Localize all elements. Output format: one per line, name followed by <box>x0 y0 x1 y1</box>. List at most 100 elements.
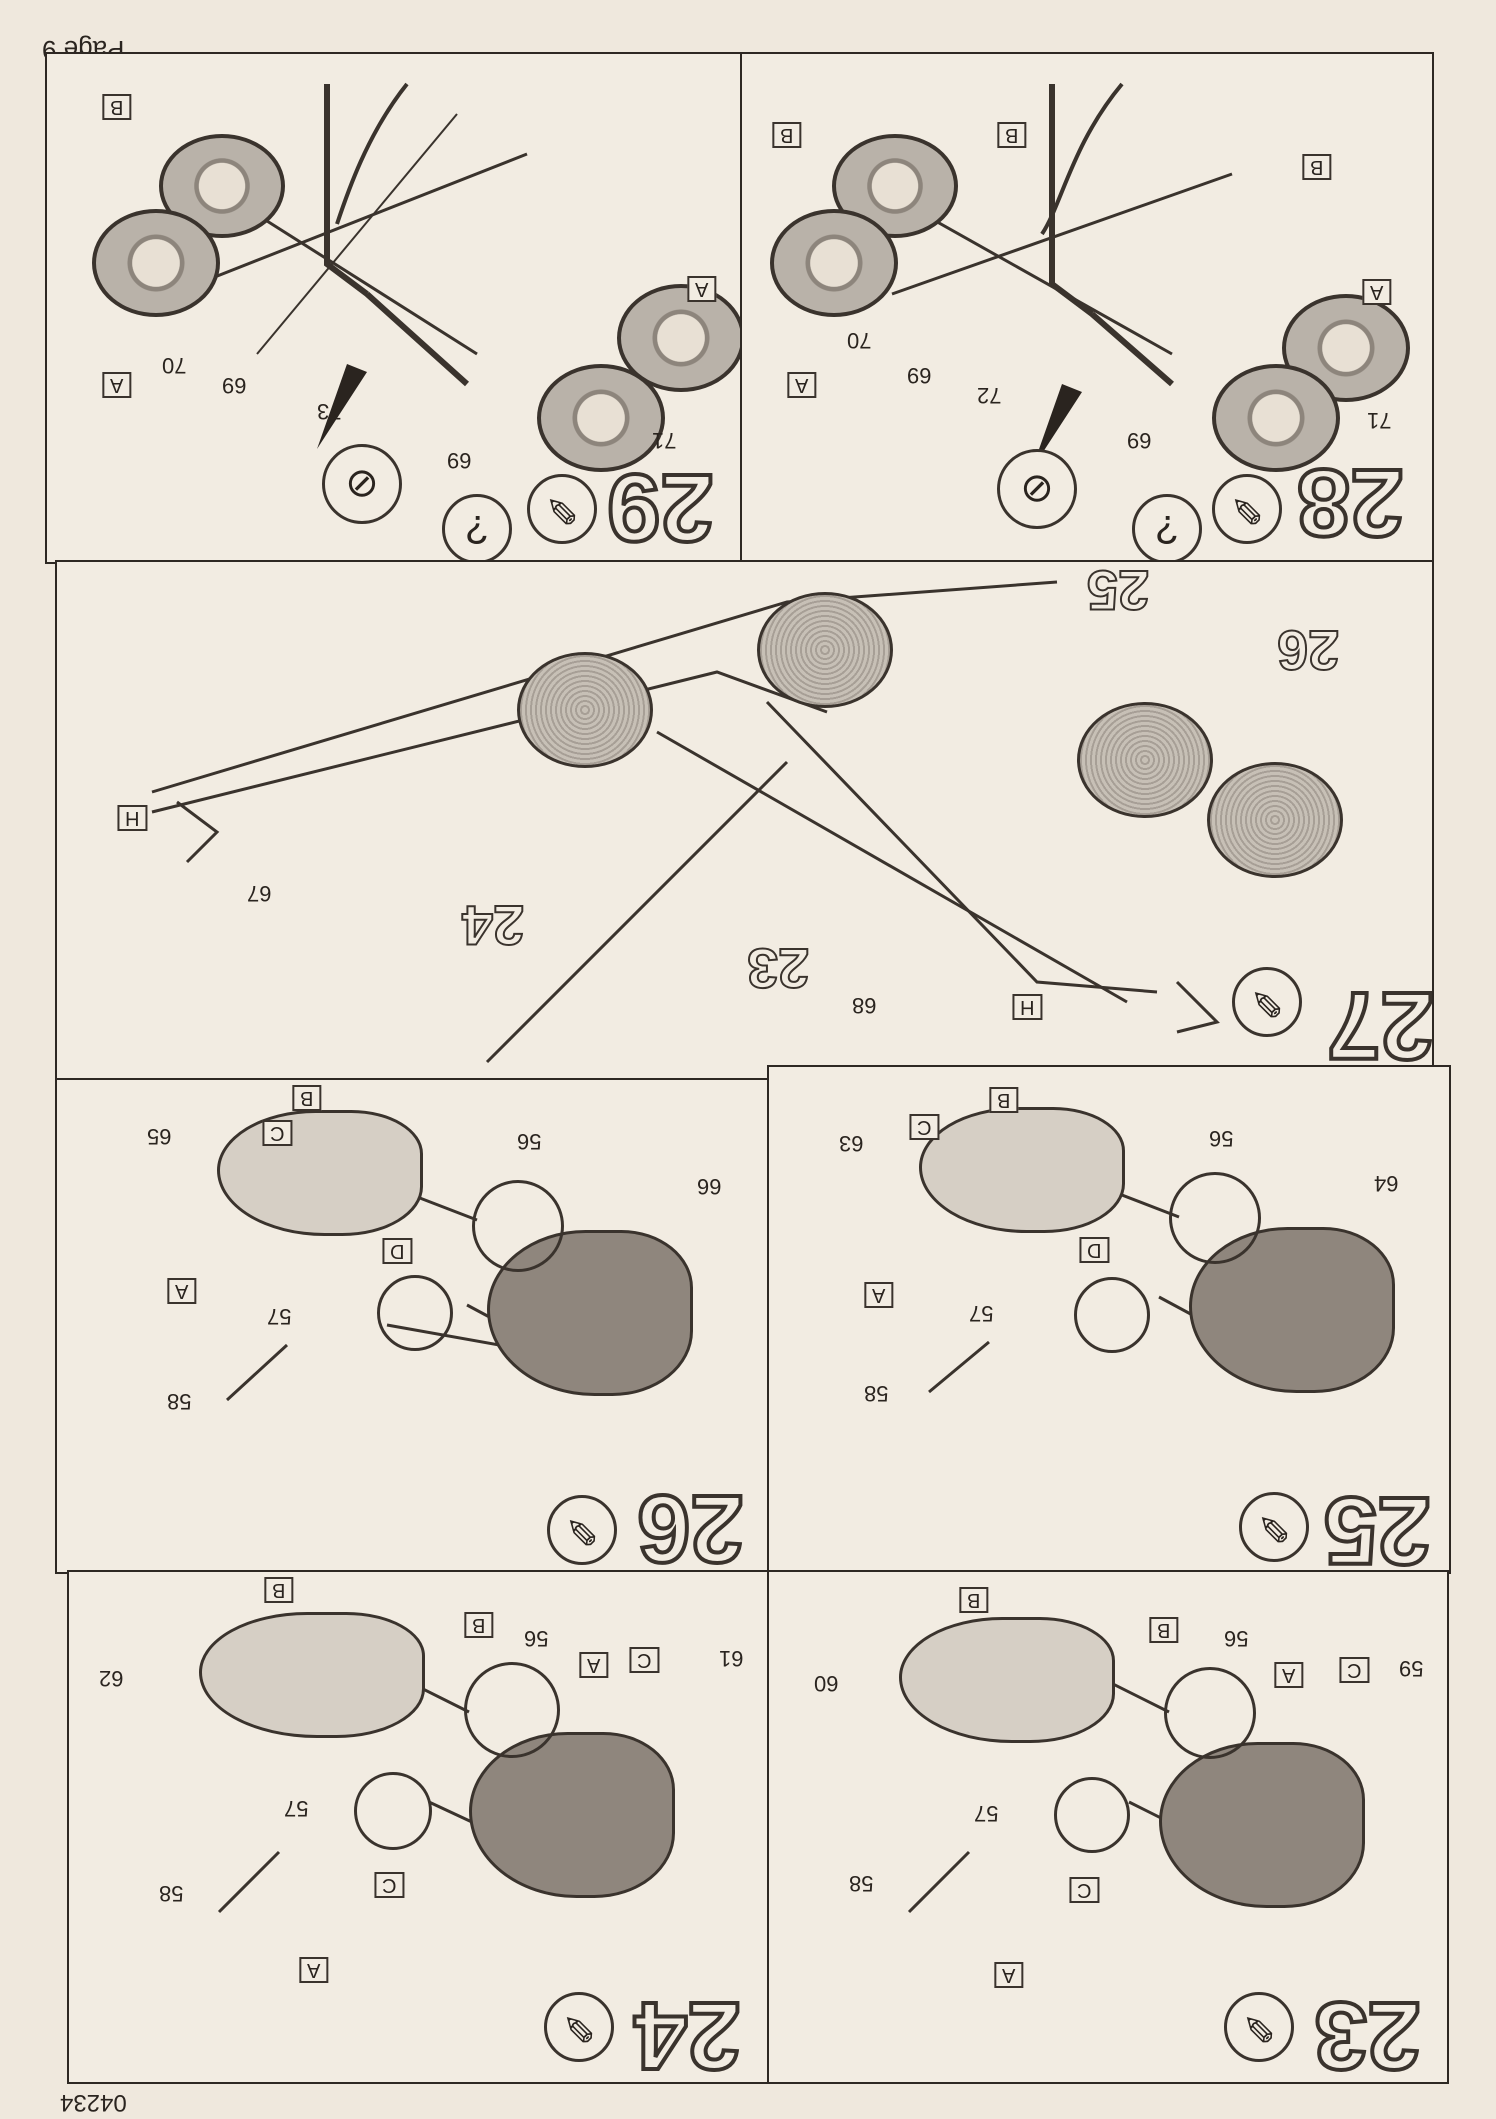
part-number: 56 <box>517 1129 542 1154</box>
step-number: 29 <box>605 452 716 562</box>
step-number: 26 <box>1276 618 1340 683</box>
paint-code-tag: B <box>264 1577 294 1603</box>
part-number: 73 <box>317 399 342 424</box>
wheel <box>92 209 220 317</box>
part-number: 69 <box>222 373 247 398</box>
fan-disc <box>1164 1667 1256 1759</box>
part-number: 71 <box>1367 408 1392 433</box>
paint-code-tag: B <box>989 1087 1019 1113</box>
paint-code-tag: A <box>579 1652 609 1678</box>
engine-spinner-ring <box>1054 1777 1130 1853</box>
wheel <box>537 364 665 472</box>
engine-cowling <box>199 1612 425 1738</box>
part-number: 70 <box>162 353 187 378</box>
paint-code-tag: C <box>909 1114 940 1140</box>
paint-code-tag: C <box>1339 1657 1370 1683</box>
paint-code-tag: A <box>167 1278 197 1304</box>
part-number: 63 <box>839 1131 864 1156</box>
glue-tube-icon: ✎ <box>1212 474 1282 544</box>
glue-tube-icon: ✎ <box>1232 967 1302 1037</box>
paint-code-tag: B <box>1149 1617 1179 1643</box>
step-number: 24 <box>461 893 525 958</box>
glue-tube-icon: ✎ <box>1239 1492 1309 1562</box>
panel-step-26: 26 ✎ 56 57 58 65 66 A B C D <box>55 1078 771 1574</box>
part-number: 58 <box>864 1381 889 1406</box>
step-number: 28 <box>1295 447 1406 558</box>
panel-step-29: 29 ✎ ? ⊘ 69 69 70 71 73 A A B <box>45 52 744 564</box>
paint-code-tag: H <box>1012 994 1043 1020</box>
paint-code-tag: A <box>687 276 717 302</box>
part-number: 56 <box>1209 1126 1234 1151</box>
engine-nacelle <box>1077 702 1213 818</box>
part-number: 60 <box>814 1671 839 1696</box>
step-number: 26 <box>635 1473 746 1574</box>
part-number: 57 <box>969 1301 994 1326</box>
step-number: 23 <box>746 936 810 1001</box>
glue-tube-icon: ✎ <box>544 1992 614 2062</box>
no-glue-icon: ⊘ <box>322 444 402 524</box>
step-number: 25 <box>1086 560 1150 623</box>
panel-step-25: 25 ✎ 56 57 58 63 64 A B C D <box>767 1065 1451 1574</box>
engine-cowling <box>919 1107 1125 1233</box>
part-number: 56 <box>524 1626 549 1651</box>
part-number: 58 <box>159 1881 184 1906</box>
part-number: 65 <box>147 1124 172 1149</box>
engine-spinner-ring <box>1074 1277 1150 1353</box>
paint-code-tag: A <box>299 1957 329 1983</box>
paint-code-tag: A <box>1362 279 1392 305</box>
paint-code-tag: B <box>772 122 802 148</box>
part-number: 69 <box>907 363 932 388</box>
engine-spinner-ring <box>377 1275 453 1351</box>
engine-nacelle <box>1207 762 1343 878</box>
paint-code-tag: B <box>1302 154 1332 180</box>
paint-code-tag: C <box>629 1647 660 1673</box>
part-number: 71 <box>652 428 677 453</box>
part-number: 67 <box>247 881 272 906</box>
part-number: 61 <box>719 1646 744 1671</box>
question-mark-icon: ? <box>1132 494 1202 562</box>
glue-tube-icon: ✎ <box>547 1495 617 1565</box>
paint-code-tag: A <box>994 1962 1024 1988</box>
part-number: 72 <box>977 383 1002 408</box>
part-number: 64 <box>1374 1171 1399 1196</box>
part-number: 68 <box>852 993 877 1018</box>
paint-code-tag: B <box>997 122 1027 148</box>
paint-code-tag: A <box>864 1282 894 1308</box>
paint-code-tag: B <box>102 94 132 120</box>
engine-exhaust <box>1159 1742 1365 1908</box>
fan-disc <box>1169 1172 1261 1264</box>
document-code: 04234 <box>60 2089 127 2116</box>
glue-tube-icon: ✎ <box>527 474 597 544</box>
wheel <box>770 209 898 317</box>
wheel <box>1212 364 1340 472</box>
paint-code-tag: C <box>1069 1877 1100 1903</box>
step-number: 24 <box>632 1980 743 2084</box>
panel-step-24: 24 ✎ 56 57 58 61 62 A A B B C C <box>67 1570 771 2084</box>
paint-code-tag: B <box>464 1612 494 1638</box>
paint-code-tag: H <box>117 805 148 831</box>
part-number: 62 <box>99 1666 124 1691</box>
engine-nacelle <box>757 592 893 708</box>
question-mark-icon: ? <box>442 494 512 562</box>
glue-tube-icon: ✎ <box>1224 1992 1294 2062</box>
part-number: 69 <box>1127 428 1152 453</box>
fan-disc <box>464 1662 560 1758</box>
paint-code-tag: C <box>262 1120 293 1146</box>
part-number: 57 <box>267 1304 292 1329</box>
paint-code-tag: D <box>382 1238 413 1264</box>
part-number: 59 <box>1399 1656 1424 1681</box>
step-number: 25 <box>1322 1475 1433 1574</box>
part-number: 69 <box>447 448 472 473</box>
part-number: 58 <box>167 1389 192 1414</box>
paint-code-tag: A <box>787 372 817 398</box>
part-number: 66 <box>697 1174 722 1199</box>
part-number: 56 <box>1224 1626 1249 1651</box>
part-number: 70 <box>847 328 872 353</box>
paint-code-tag: B <box>292 1085 322 1111</box>
paint-code-tag: B <box>959 1587 989 1613</box>
no-glue-icon: ⊘ <box>997 449 1077 529</box>
step-number: 27 <box>1325 970 1434 1080</box>
part-number: 58 <box>849 1871 874 1896</box>
engine-spinner-ring <box>354 1772 432 1850</box>
